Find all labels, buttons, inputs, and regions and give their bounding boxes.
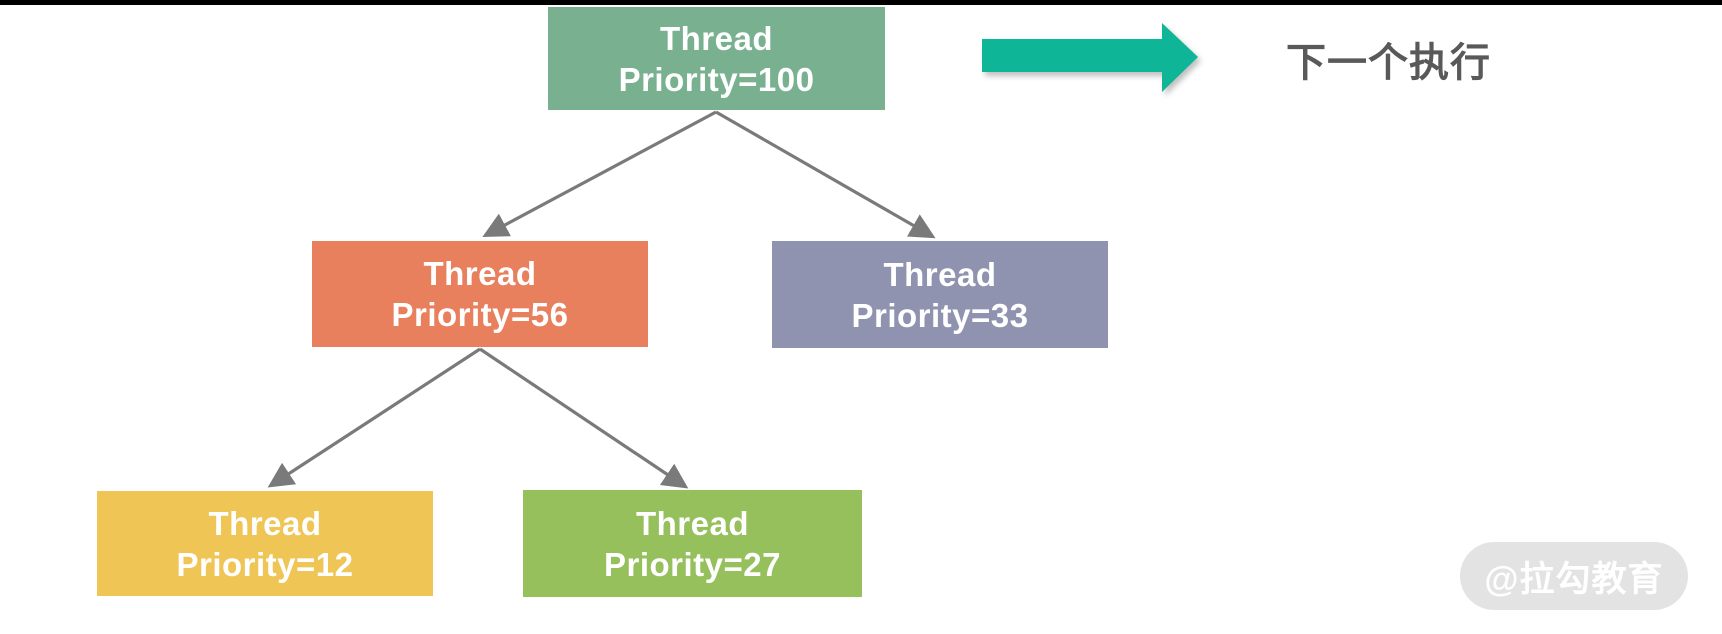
tree-node-priority-12: Thread Priority=12 xyxy=(97,491,433,596)
node-label-line1: Thread xyxy=(208,504,322,542)
tree-node-priority-27: Thread Priority=27 xyxy=(523,490,862,597)
node-label-line1: Thread xyxy=(659,19,774,57)
edge-root-to-right-child xyxy=(715,110,936,239)
watermark-badge: @拉勾教育 xyxy=(1460,542,1688,610)
edge-root-to-left-child xyxy=(482,110,717,238)
next-execution-label: 下一个执行 xyxy=(1286,41,1491,85)
node-label-line2: Priority=27 xyxy=(603,545,781,583)
node-label-line2: Priority=56 xyxy=(391,296,569,333)
node-label-line1: Thread xyxy=(423,255,537,292)
tree-node-priority-33: Thread Priority=33 xyxy=(772,241,1108,348)
watermark-text: @拉勾教育 xyxy=(1484,559,1664,599)
node-label-line2: Priority=100 xyxy=(618,60,815,98)
top-border-bar xyxy=(0,0,1722,5)
edge-left-to-leftleft-child xyxy=(267,347,481,488)
tree-node-priority-100: Thread Priority=100 xyxy=(548,7,885,110)
node-label-line1: Thread xyxy=(883,255,997,293)
tree-node-priority-56: Thread Priority=56 xyxy=(312,241,648,347)
node-label-line1: Thread xyxy=(635,504,750,542)
node-label-line2: Priority=12 xyxy=(176,545,354,583)
edge-left-to-leftright-child xyxy=(479,347,689,489)
node-label-line2: Priority=33 xyxy=(851,296,1029,334)
